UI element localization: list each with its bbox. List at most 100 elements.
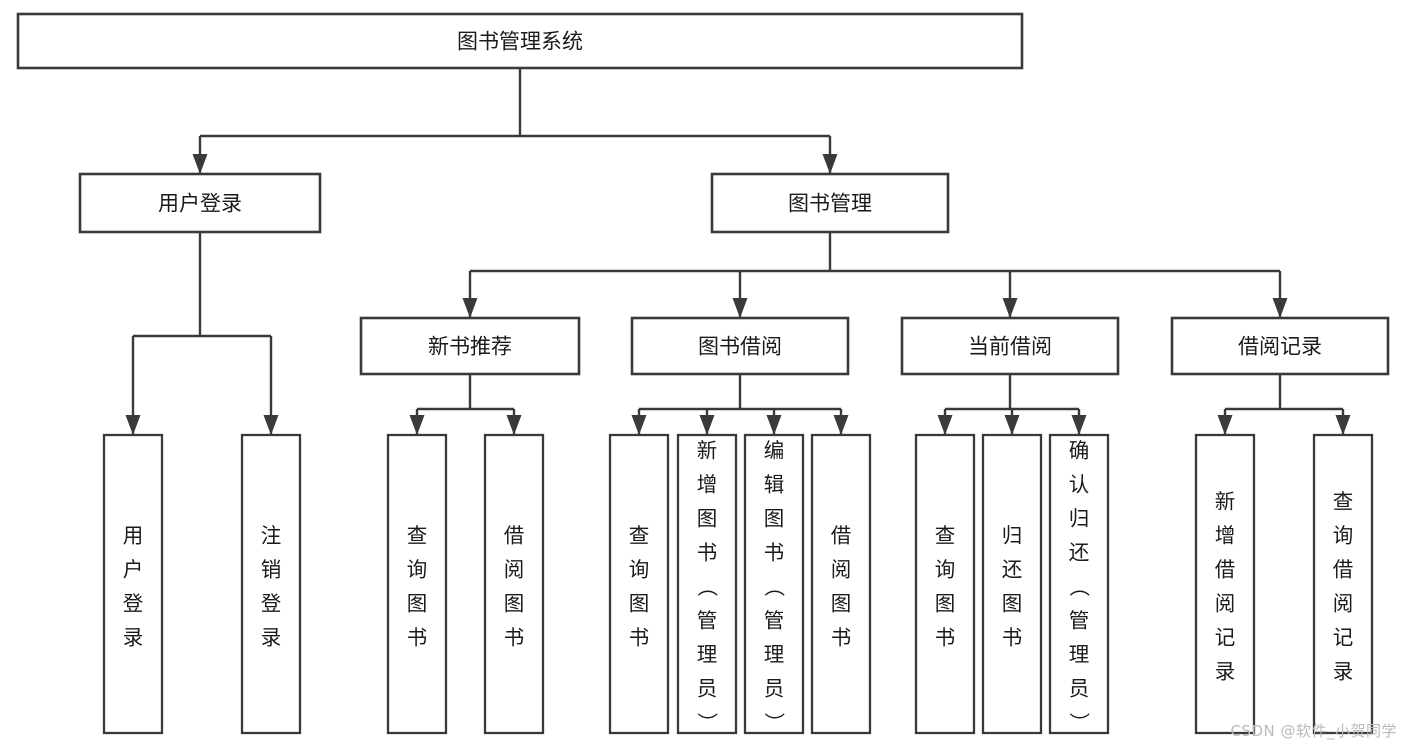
node-label-char: 书: [629, 626, 650, 650]
node-box[interactable]: [981, 433, 1043, 735]
node-label-char: 借: [1215, 558, 1236, 582]
node-label-char: 书: [831, 626, 852, 650]
node-label-char: 借: [504, 524, 525, 548]
node-label-char: 阅: [504, 558, 525, 582]
node-new-book-recommend[interactable]: 新书推荐: [359, 316, 581, 376]
node-box[interactable]: [710, 172, 950, 234]
arrow-head-icon: [833, 415, 849, 435]
node-label-char: （: [1067, 576, 1091, 597]
arrow-head-icon: [1002, 298, 1018, 318]
node-label: 新书推荐: [428, 335, 512, 359]
node-label-char: 查: [935, 524, 956, 548]
arrow-head-icon: [822, 154, 838, 174]
node-label-char: 书: [504, 626, 525, 650]
node-label-char: 阅: [1333, 592, 1354, 616]
arrow-head-icon: [766, 415, 782, 435]
node-label-char: 管: [1069, 609, 1090, 633]
node-label-char: 录: [1215, 660, 1236, 684]
node-borrow-record[interactable]: 借阅记录: [1170, 316, 1390, 376]
connector-layer: [125, 68, 1351, 435]
node-root[interactable]: 图书管理系统: [16, 12, 1024, 70]
leaf-leaf-user-login[interactable]: 用户登录: [102, 433, 164, 735]
arrow-head-icon: [462, 298, 478, 318]
node-box[interactable]: [914, 433, 976, 735]
node-label-char: 归: [1069, 507, 1090, 531]
node-box[interactable]: [386, 433, 448, 735]
arrow-head-icon: [192, 154, 208, 174]
node-box[interactable]: [1048, 433, 1110, 735]
node-box[interactable]: [743, 433, 805, 735]
arrow-head-icon: [125, 415, 141, 435]
node-box[interactable]: [608, 433, 670, 735]
node-box[interactable]: [1170, 316, 1390, 376]
node-label: 用户登录: [158, 192, 242, 216]
node-label-char: 新: [697, 439, 718, 463]
node-label-char: 理: [697, 643, 718, 667]
arrow-head-icon: [263, 415, 279, 435]
node-label-char: 户: [123, 558, 144, 582]
node-label-char: 图: [935, 592, 956, 616]
node-label-char: （: [762, 576, 786, 597]
node-label-char: 询: [629, 558, 650, 582]
arrow-head-icon: [409, 415, 425, 435]
node-label-char: 借: [831, 524, 852, 548]
node-current-borrow[interactable]: 当前借阅: [900, 316, 1120, 376]
node-label-char: 录: [261, 626, 282, 650]
node-box[interactable]: [1312, 433, 1374, 735]
node-user-login[interactable]: 用户登录: [78, 172, 322, 234]
node-box[interactable]: [359, 316, 581, 376]
node-label-char: 还: [1002, 558, 1023, 582]
node-label-char: 理: [1069, 643, 1090, 667]
node-box[interactable]: [78, 172, 322, 234]
node-label-char: 员: [697, 677, 718, 701]
node-box[interactable]: [240, 433, 302, 735]
node-label-char: 新: [1215, 490, 1236, 514]
node-label-char: 还: [1069, 541, 1090, 565]
node-box[interactable]: [483, 433, 545, 735]
node-book-manage[interactable]: 图书管理: [710, 172, 950, 234]
node-label: 图书管理: [788, 192, 872, 216]
node-label-char: 询: [407, 558, 428, 582]
node-layer: 图书管理系统用户登录图书管理新书推荐图书借阅当前借阅借阅记录用户登录注销登录查询…: [16, 12, 1390, 735]
node-label-char: 阅: [1215, 592, 1236, 616]
node-label-char: ）: [695, 712, 719, 733]
node-label-char: 书: [697, 541, 718, 565]
node-label-char: 书: [935, 626, 956, 650]
node-label-char: 登: [123, 592, 144, 616]
node-box[interactable]: [810, 433, 872, 735]
node-label-char: 登: [261, 592, 282, 616]
node-label-char: 询: [935, 558, 956, 582]
node-label-char: 录: [1333, 660, 1354, 684]
node-box[interactable]: [676, 433, 738, 735]
node-label-char: 确: [1069, 439, 1090, 463]
node-box[interactable]: [900, 316, 1120, 376]
node-label-char: ）: [1067, 712, 1091, 733]
node-box[interactable]: [16, 12, 1024, 70]
node-label-char: 图: [831, 592, 852, 616]
node-label-char: 查: [629, 524, 650, 548]
node-box[interactable]: [630, 316, 850, 376]
arrow-head-icon: [1335, 415, 1351, 435]
arrow-head-icon: [699, 415, 715, 435]
node-label-char: 查: [407, 524, 428, 548]
node-label-char: 书: [764, 541, 785, 565]
node-label-char: ）: [762, 712, 786, 733]
node-book-borrow[interactable]: 图书借阅: [630, 316, 850, 376]
node-label-char: 查: [1333, 490, 1354, 514]
node-label-char: 增: [697, 473, 718, 497]
node-box[interactable]: [1194, 433, 1256, 735]
arrow-head-icon: [631, 415, 647, 435]
node-box[interactable]: [102, 433, 164, 735]
